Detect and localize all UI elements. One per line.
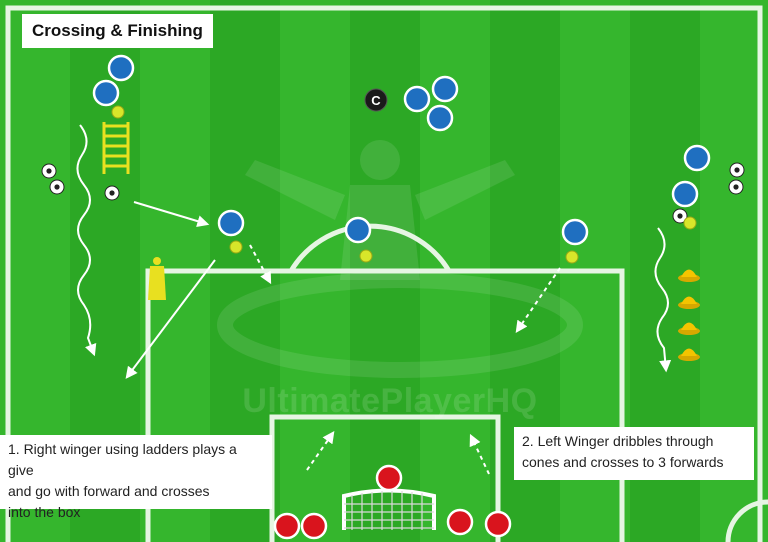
- defender-4: [446, 508, 474, 536]
- dribble-arrow-left: [76, 124, 97, 357]
- attackers: [92, 54, 711, 246]
- football-1: [41, 163, 57, 179]
- six-yard-box: [269, 414, 501, 542]
- coach-label: C: [371, 93, 381, 108]
- football-2: [49, 179, 65, 195]
- corner-arc: [725, 499, 768, 542]
- defender-1: [375, 464, 403, 492]
- cone-1: [678, 269, 700, 282]
- mannequin-icon: [148, 257, 166, 300]
- attacker-6: [217, 209, 245, 237]
- attacker-1: [107, 54, 135, 82]
- football-3: [104, 185, 120, 201]
- run-arrow-4: [469, 433, 490, 475]
- coach-icon: C: [364, 88, 388, 112]
- footballs: [41, 162, 745, 224]
- training-balls: [111, 105, 697, 264]
- attacker-10: [671, 180, 699, 208]
- training-ball-4: [565, 250, 579, 264]
- attacker-4: [431, 75, 459, 103]
- training-ball-1: [111, 105, 125, 119]
- defender-5: [484, 510, 512, 538]
- football-6: [672, 208, 688, 224]
- cone-2: [678, 296, 700, 309]
- movement-arrows: [76, 124, 672, 475]
- instruction-note-right: 2. Left Winger dribbles through cones an…: [514, 427, 754, 480]
- dribble-arrow-right: [654, 227, 672, 373]
- training-ball-2: [229, 240, 243, 254]
- attacker-3: [403, 85, 431, 113]
- touchline: [5, 5, 763, 542]
- attacker-7: [344, 216, 372, 244]
- defenders: [273, 464, 512, 540]
- watermark-text: UltimatePlayerHQ: [242, 382, 538, 420]
- cones: [678, 269, 700, 361]
- watermark-logo: [217, 140, 583, 378]
- agility-ladder: [102, 122, 130, 174]
- attacker-9: [683, 144, 711, 172]
- cone-3: [678, 322, 700, 335]
- training-ball-3: [359, 249, 373, 263]
- cone-4: [678, 348, 700, 361]
- attacker-8: [561, 218, 589, 246]
- attacker-5: [426, 104, 454, 132]
- pass-arrow: [133, 201, 210, 227]
- defender-2: [273, 512, 301, 540]
- football-5: [728, 179, 744, 195]
- instruction-note-left: 1. Right winger using ladders plays a gi…: [0, 435, 272, 520]
- attacker-2: [92, 79, 120, 107]
- penalty-box: [145, 268, 625, 542]
- defender-3: [300, 512, 328, 540]
- cross-run-arrow: [125, 259, 216, 379]
- diagram-title: Crossing & Finishing: [22, 14, 213, 48]
- run-arrow-1: [249, 244, 272, 285]
- pitch-lines: [5, 5, 768, 542]
- training-ball-5: [683, 216, 697, 230]
- football-4: [729, 162, 745, 178]
